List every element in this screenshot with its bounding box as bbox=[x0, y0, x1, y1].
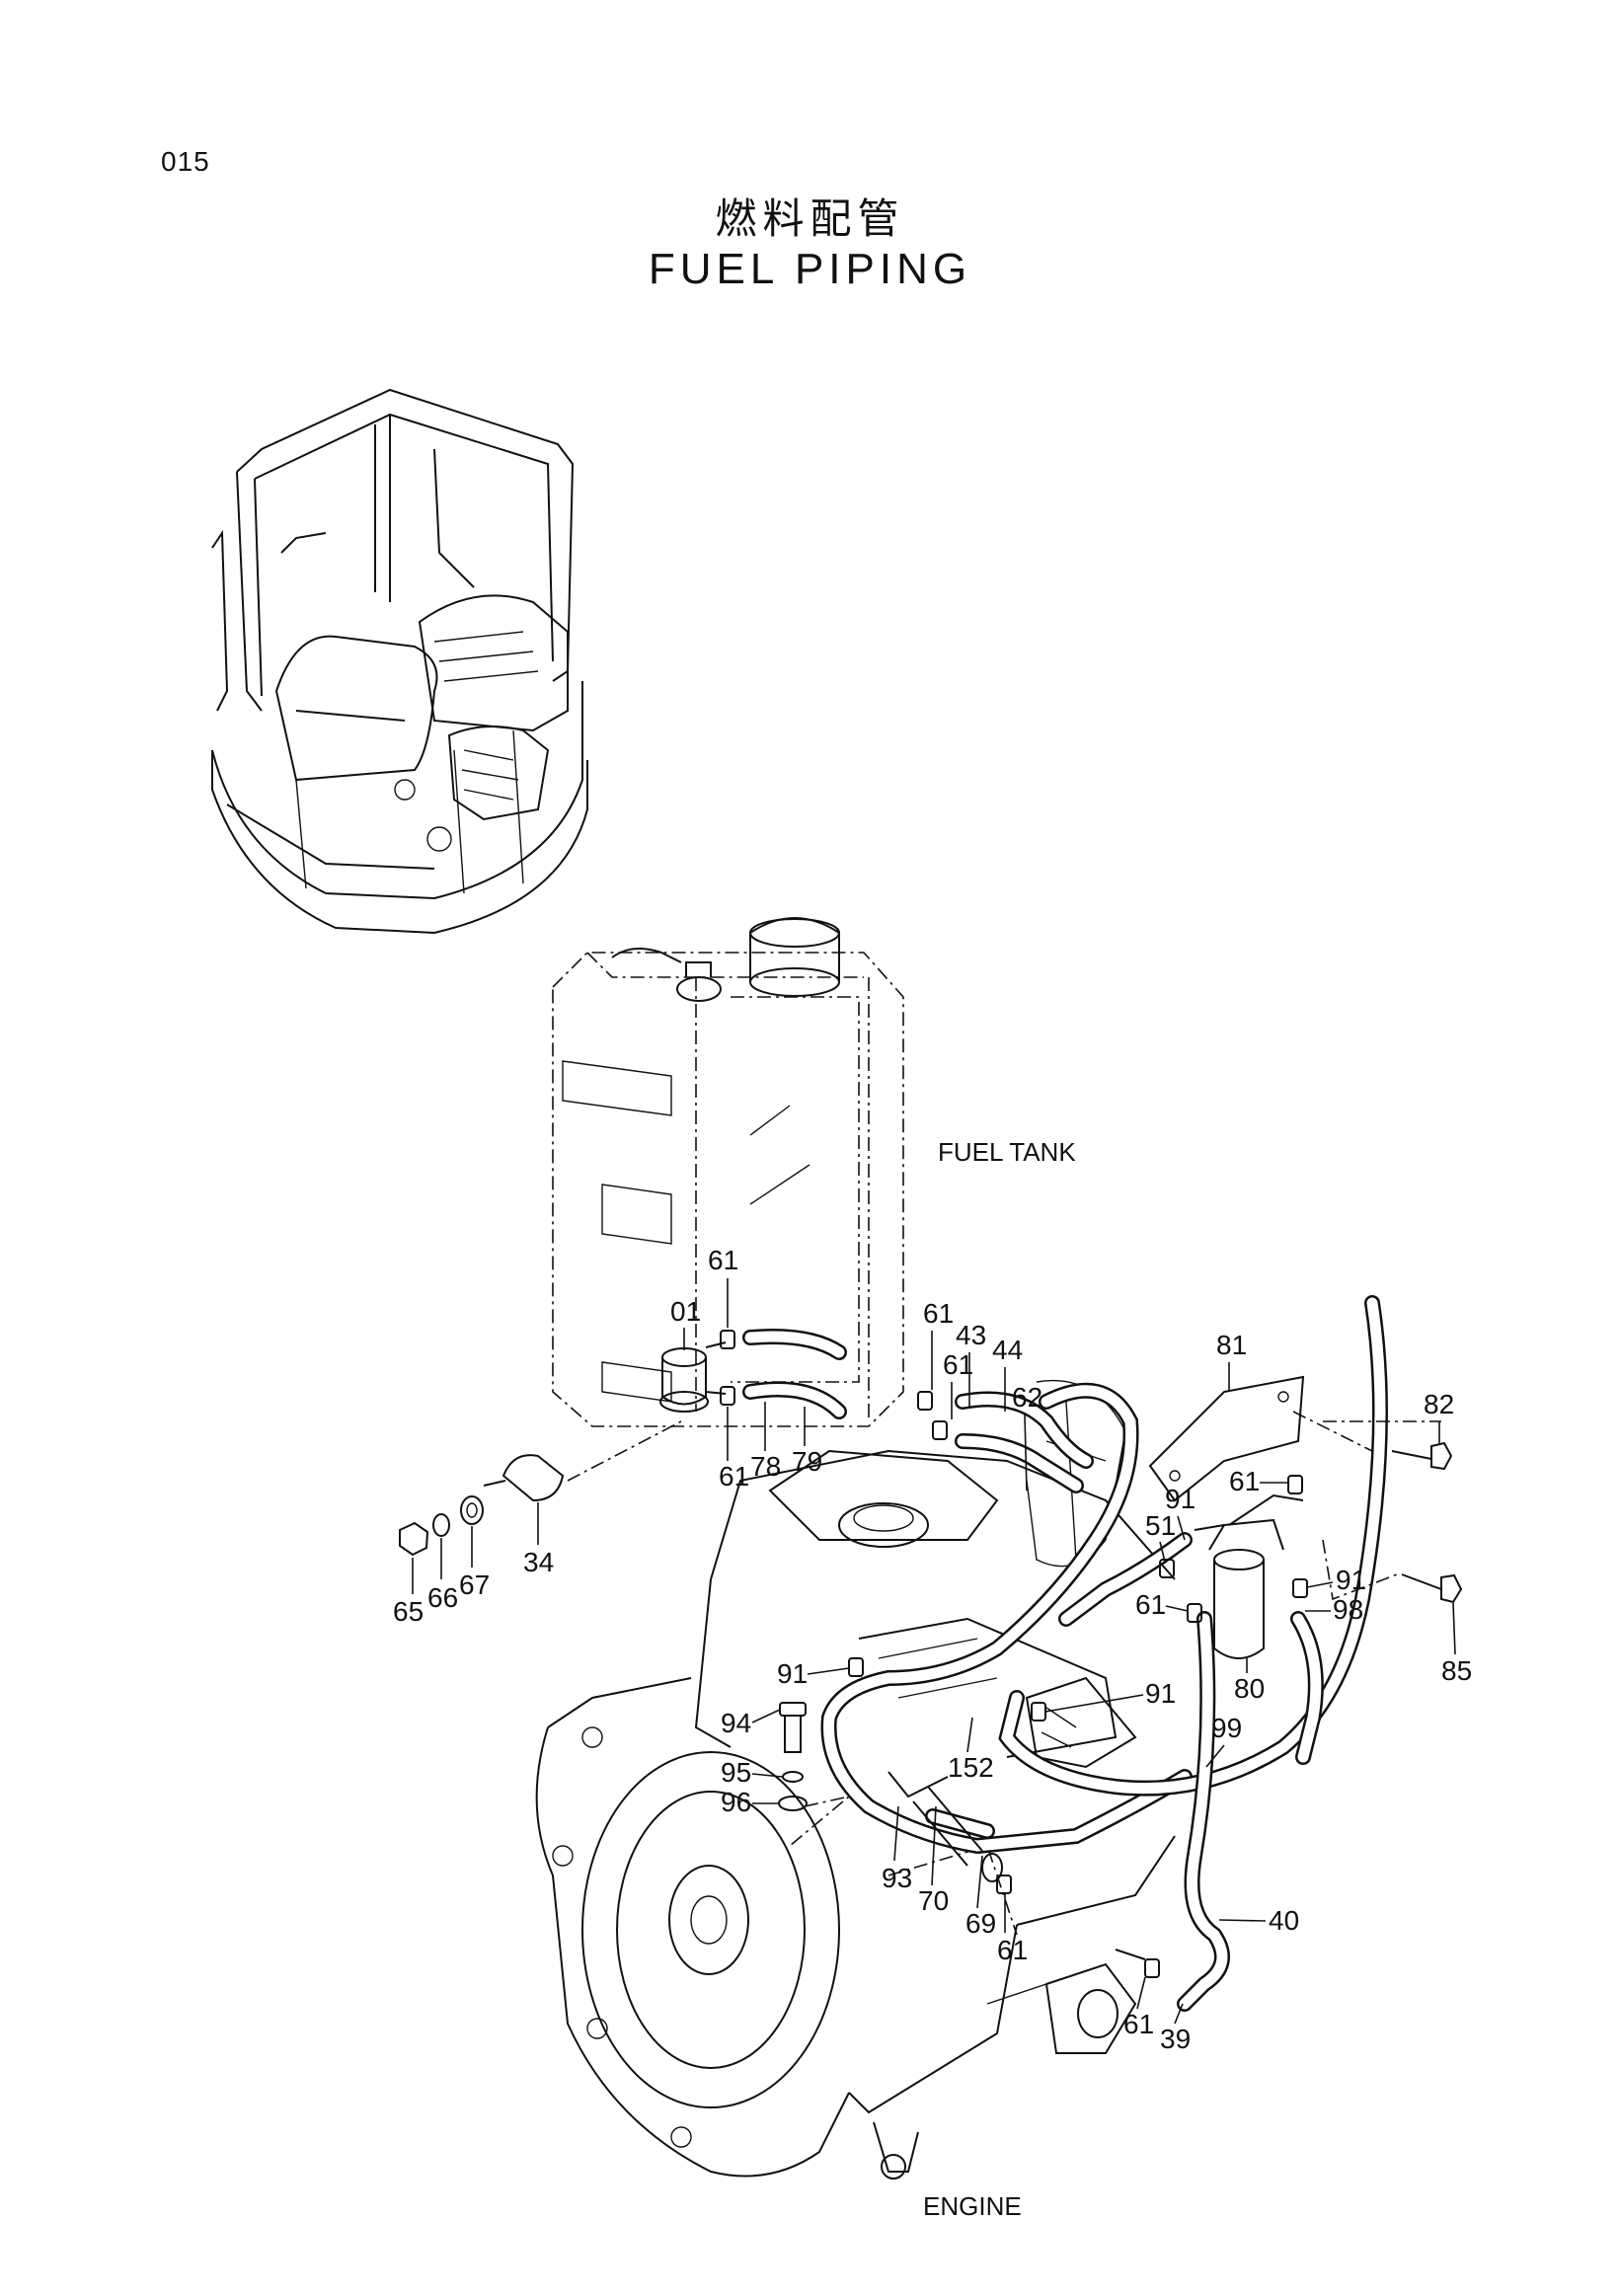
page-title-japanese: 燃料配管 bbox=[715, 194, 905, 243]
callout-51: 51 bbox=[1145, 1510, 1176, 1541]
callout-34: 34 bbox=[523, 1547, 554, 1577]
callout-61: 61 bbox=[997, 1935, 1028, 1965]
callout-67: 67 bbox=[459, 1569, 490, 1600]
callout-40: 40 bbox=[1269, 1905, 1299, 1936]
callout-78: 78 bbox=[750, 1451, 781, 1482]
callout-98: 98 bbox=[1333, 1594, 1363, 1625]
callout-95: 95 bbox=[721, 1757, 751, 1788]
callout-91: 91 bbox=[1336, 1565, 1366, 1595]
fuel-hoses bbox=[742, 1295, 1388, 2012]
callout-66: 66 bbox=[427, 1582, 458, 1613]
callout-61: 61 bbox=[943, 1349, 973, 1380]
callout-61: 61 bbox=[708, 1245, 738, 1275]
callout-81: 81 bbox=[1216, 1330, 1247, 1360]
callout-152: 152 bbox=[948, 1752, 994, 1783]
callout-91: 91 bbox=[1145, 1678, 1176, 1709]
callout-94: 94 bbox=[721, 1708, 751, 1738]
callout-85: 85 bbox=[1441, 1655, 1472, 1686]
page-title-english: FUEL PIPING bbox=[648, 245, 972, 293]
callout-91: 91 bbox=[777, 1658, 808, 1689]
part-callouts: 01 61 61 78 79 61 61 43 44 62 81 82 61 9… bbox=[393, 1245, 1472, 2054]
callout-61: 61 bbox=[923, 1298, 954, 1329]
machine-overview-illustration bbox=[211, 388, 588, 935]
callout-61: 61 bbox=[1135, 1589, 1166, 1620]
callout-44: 44 bbox=[992, 1335, 1023, 1365]
callout-01: 01 bbox=[670, 1296, 701, 1327]
page-number: 015 bbox=[161, 146, 210, 177]
callout-61: 61 bbox=[719, 1461, 749, 1492]
callout-79: 79 bbox=[792, 1446, 822, 1477]
callout-65: 65 bbox=[393, 1596, 424, 1627]
callout-43: 43 bbox=[956, 1320, 986, 1350]
callout-96: 96 bbox=[721, 1787, 751, 1817]
callout-69: 69 bbox=[965, 1908, 996, 1939]
callout-70: 70 bbox=[918, 1885, 949, 1916]
callout-61: 61 bbox=[1123, 2009, 1154, 2039]
callout-62: 62 bbox=[1012, 1382, 1042, 1413]
fuel-tank-label: FUEL TANK bbox=[938, 1137, 1076, 1167]
callout-80: 80 bbox=[1234, 1673, 1265, 1704]
callout-91: 91 bbox=[1165, 1484, 1196, 1514]
callout-82: 82 bbox=[1424, 1389, 1454, 1419]
fuel-tank bbox=[552, 917, 904, 1427]
callout-61: 61 bbox=[1229, 1466, 1260, 1496]
callout-99: 99 bbox=[1211, 1713, 1242, 1743]
callout-93: 93 bbox=[882, 1863, 912, 1893]
engine-label: ENGINE bbox=[923, 2191, 1022, 2221]
fittings-and-hardware bbox=[399, 1330, 1463, 1978]
callout-39: 39 bbox=[1160, 2024, 1191, 2054]
